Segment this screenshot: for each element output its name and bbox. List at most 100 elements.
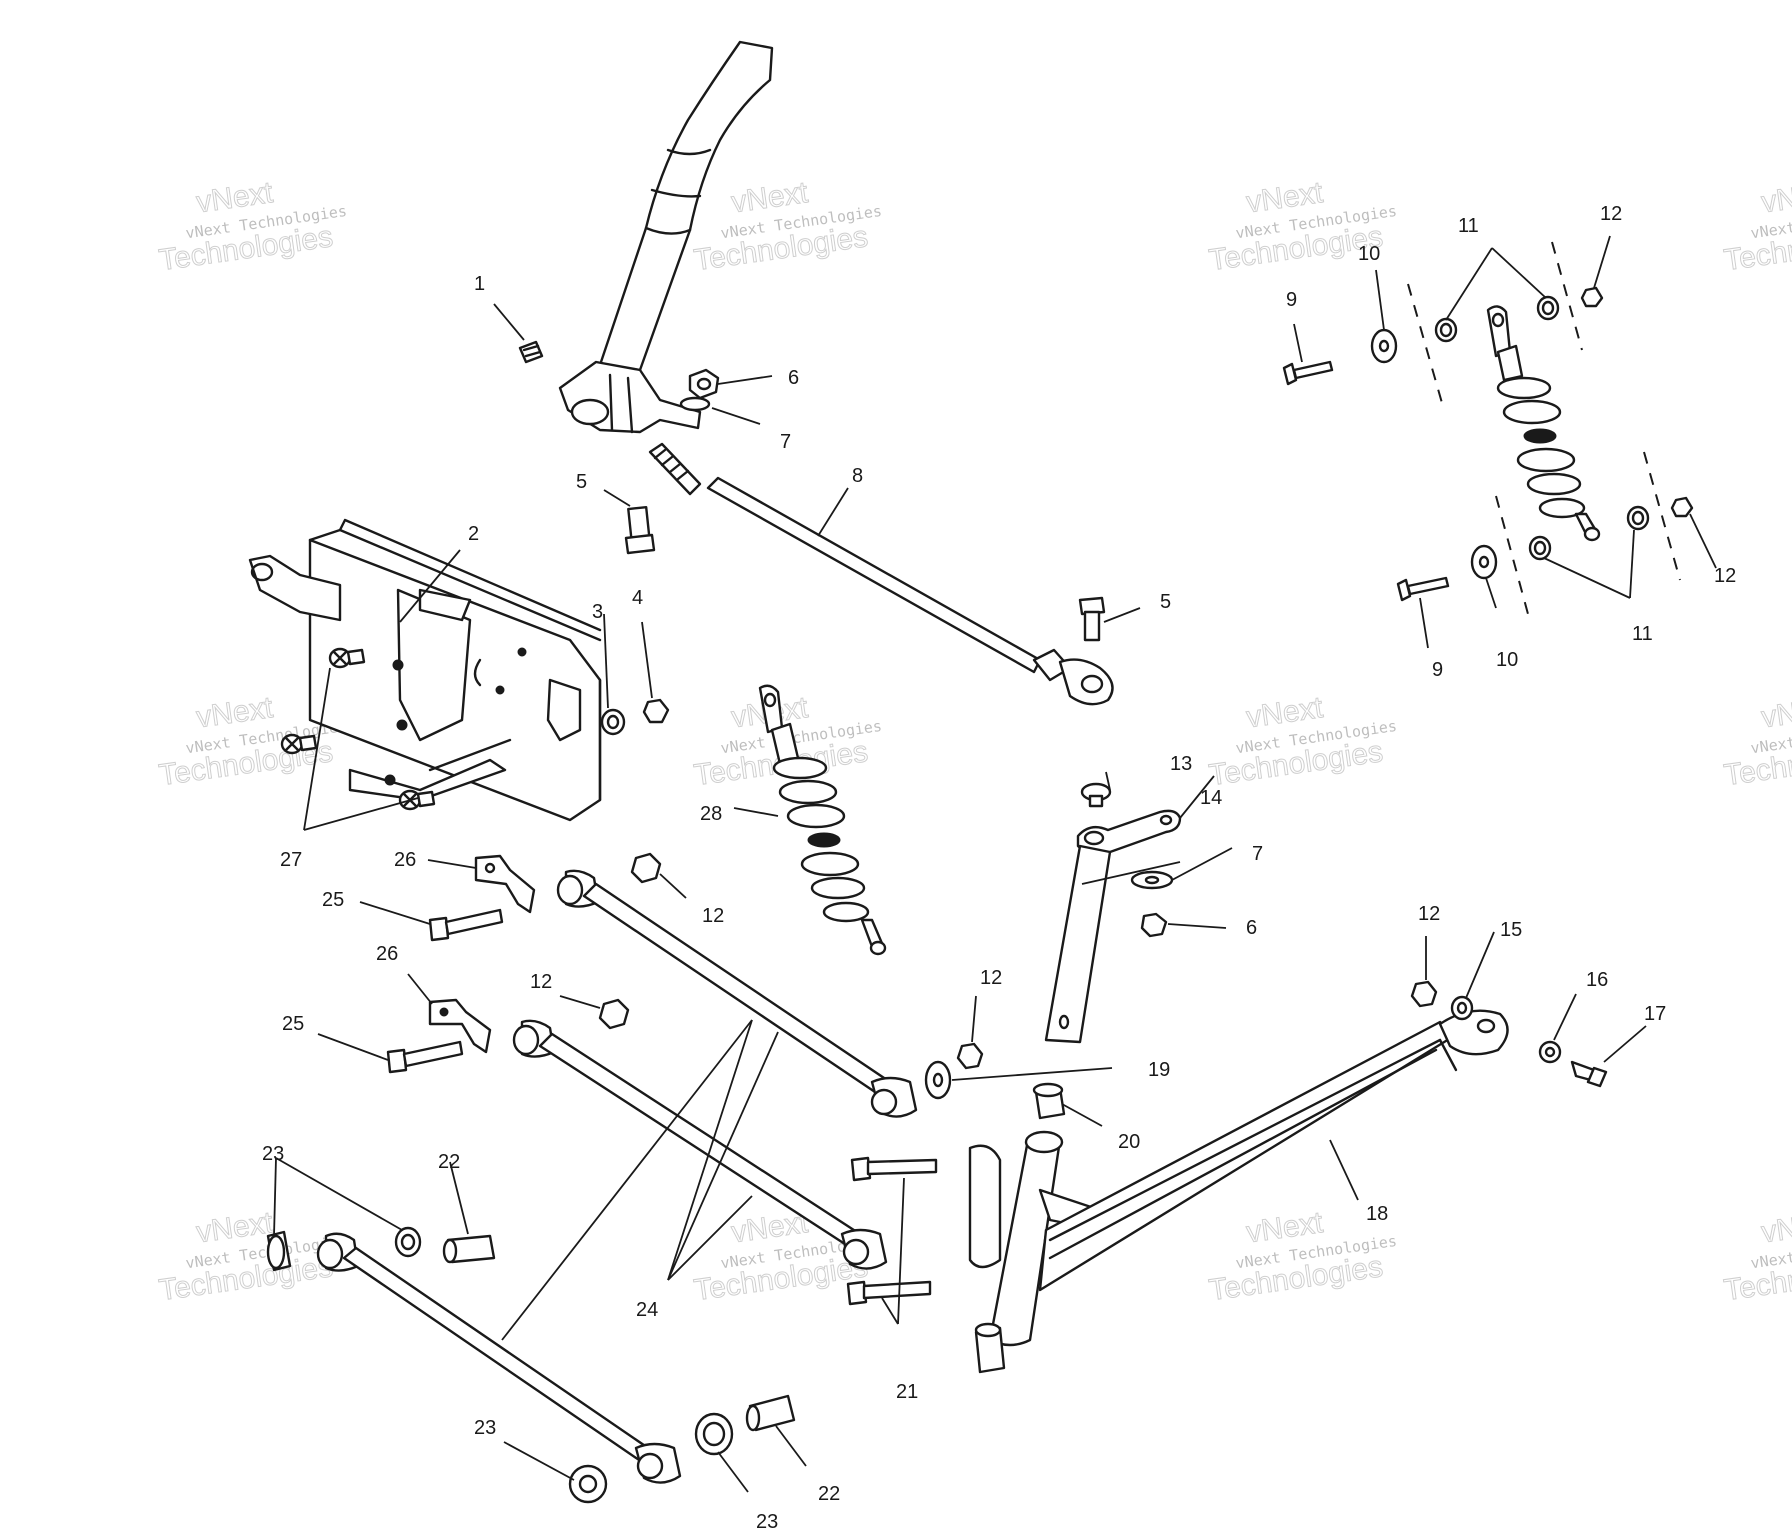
callout-5: 5 [576, 471, 587, 493]
callout-4: 4 [632, 587, 643, 609]
watermark: vNext vNext Technologies Technologies [1206, 176, 1397, 278]
callout-23: 23 [474, 1417, 496, 1439]
bolt [428, 908, 504, 942]
bracket [428, 998, 492, 1054]
callout-13: 13 [1170, 753, 1192, 775]
callout-7: 7 [1252, 843, 1263, 865]
callout-23: 23 [262, 1143, 284, 1165]
callout-20: 20 [1118, 1131, 1140, 1153]
mounting-screw [280, 733, 318, 755]
callout-16: 16 [1586, 969, 1608, 991]
control-arm [556, 869, 918, 1118]
callout-12: 12 [1714, 565, 1736, 587]
screw [1080, 782, 1112, 808]
nut [1538, 1040, 1562, 1064]
svg-text:vNext: vNext [1759, 1206, 1792, 1249]
callout-5: 5 [1160, 591, 1171, 613]
callout-12: 12 [702, 905, 724, 927]
callout-26: 26 [394, 849, 416, 871]
callout-12: 12 [1600, 203, 1622, 225]
washer [679, 396, 711, 412]
leader-lines [273, 235, 1717, 1493]
washer [1450, 995, 1474, 1021]
bolt [1570, 1060, 1608, 1088]
shock-absorber [758, 684, 887, 956]
control-arm [512, 1019, 888, 1270]
svg-text:vNext: vNext [1759, 691, 1792, 734]
callout-11: 11 [1458, 215, 1479, 237]
callout-18: 18 [1366, 1203, 1388, 1225]
sleeve [745, 1394, 796, 1432]
callout-12: 12 [1418, 903, 1440, 925]
watermark: vNext vNext Technologies Technologies [691, 176, 882, 278]
alignment-line [1495, 495, 1529, 615]
bushing [394, 1226, 422, 1258]
callout-26: 26 [376, 943, 398, 965]
callout-25: 25 [282, 1013, 304, 1035]
mounting-screw [328, 647, 366, 669]
callout-27: 27 [280, 849, 302, 871]
callout-2: 2 [468, 523, 479, 545]
bushing [1032, 1082, 1066, 1120]
bushing [1434, 317, 1458, 343]
callout-19: 19 [1148, 1059, 1170, 1081]
callout-1: 1 [474, 273, 485, 295]
bolt [386, 1040, 464, 1074]
bushing [266, 1230, 292, 1272]
bolt [850, 1156, 938, 1182]
washer [1470, 544, 1498, 580]
callout-25: 25 [322, 889, 344, 911]
watermark: vNext vNext Technologies Technologies [1206, 691, 1397, 793]
nut [688, 368, 720, 400]
nut [630, 852, 662, 884]
sleeve [442, 1234, 496, 1264]
bushing [1528, 535, 1552, 561]
callout-14: 14 [1200, 787, 1222, 809]
callout-10: 10 [1496, 649, 1518, 671]
watermark: vNext vNext Technologies Technologies [1721, 1206, 1792, 1308]
set-screw [518, 340, 544, 364]
bolt [1396, 576, 1450, 602]
bolt [1282, 360, 1334, 386]
callout-11: 11 [1632, 623, 1653, 645]
callout-numbers: 1 2 3 4 5 5 6 6 7 7 8 9 9 10 10 11 11 12… [262, 203, 1736, 1533]
watermark: vNext vNext Technologies Technologies [1721, 176, 1792, 278]
alignment-line [1643, 451, 1681, 581]
callout-7: 7 [780, 431, 791, 453]
callout-3: 3 [592, 601, 603, 623]
bushing [694, 1412, 734, 1456]
nut [1580, 286, 1604, 308]
nut [1410, 980, 1438, 1008]
callout-6: 6 [788, 367, 799, 389]
spindle-arm [1044, 809, 1182, 1044]
control-arm [316, 1232, 682, 1484]
nut [1670, 496, 1694, 518]
callout-10: 10 [1358, 243, 1380, 265]
watermark: vNext vNext Technologies Technologies [156, 176, 347, 278]
callout-17: 17 [1644, 1003, 1666, 1025]
washer [1370, 328, 1398, 364]
callout-15: 15 [1500, 919, 1522, 941]
callout-24: 24 [636, 1299, 658, 1321]
washer [924, 1060, 952, 1100]
alignment-line [1551, 241, 1583, 351]
tie-rod [648, 442, 1114, 706]
bolt [846, 1280, 932, 1306]
callout-8: 8 [852, 465, 863, 487]
front-bulkhead [248, 518, 602, 822]
shock-absorber [1486, 305, 1601, 542]
steering-post [558, 40, 774, 434]
callout-22: 22 [438, 1151, 460, 1173]
mounting-screw [398, 789, 436, 811]
callout-6: 6 [1246, 917, 1257, 939]
nut [642, 698, 670, 724]
nut [956, 1042, 984, 1070]
bushing [568, 1464, 608, 1504]
nut [598, 998, 630, 1030]
bushing [1536, 295, 1560, 321]
bushing [974, 1322, 1006, 1374]
callout-22: 22 [818, 1483, 840, 1505]
callout-9: 9 [1432, 659, 1443, 681]
callout-9: 9 [1286, 289, 1297, 311]
